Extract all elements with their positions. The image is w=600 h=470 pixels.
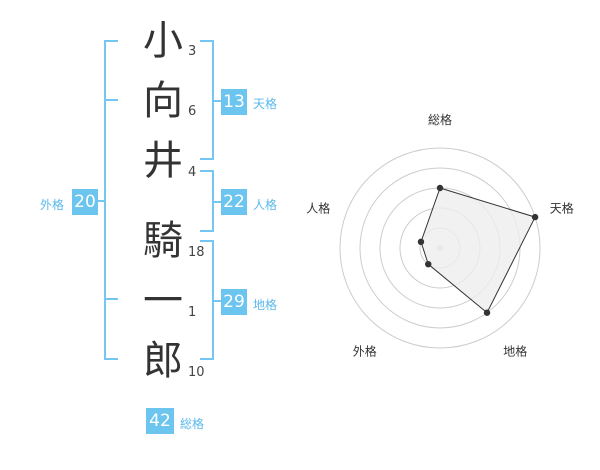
stroke-count: 3 — [188, 44, 197, 59]
name-char: 騎 — [143, 218, 183, 264]
tenkaku-value: 13 — [221, 89, 247, 115]
radar-point — [531, 213, 539, 221]
soukaku-label: 総格 — [180, 417, 205, 431]
stroke-count: 18 — [188, 245, 205, 260]
jinkaku-label: 人格 — [253, 198, 278, 212]
chikaku-connector — [213, 300, 221, 302]
radar-point — [436, 184, 444, 192]
name-char: 郎 — [143, 338, 183, 384]
radar-ring — [339, 147, 541, 349]
radar-axis-label: 人格 — [306, 200, 330, 215]
name-char: 一 — [143, 278, 183, 324]
gaikaku-tick — [104, 99, 118, 101]
name-char: 小 — [143, 18, 183, 64]
tenkaku-label: 天格 — [253, 97, 278, 111]
radar-point — [417, 238, 425, 246]
gaikaku-value: 20 — [72, 189, 98, 215]
radar-axis-label: 天格 — [550, 200, 574, 215]
radar-point — [483, 309, 491, 316]
gaikaku-tick — [104, 298, 118, 300]
stroke-count: 6 — [188, 104, 197, 119]
stroke-count: 1 — [188, 305, 197, 320]
chikaku-value: 29 — [221, 289, 247, 315]
jinkaku-connector — [213, 201, 221, 203]
stroke-count: 10 — [188, 365, 205, 380]
soukaku-value: 42 — [146, 408, 174, 434]
radar-area — [420, 187, 536, 314]
gaikaku-connector — [98, 200, 106, 202]
tenkaku-connector — [213, 100, 221, 102]
jinkaku-value: 22 — [221, 189, 247, 215]
radar-axis-label: 総格 — [428, 112, 452, 127]
radar-axis-label: 地格 — [503, 344, 527, 359]
radar-point — [425, 260, 432, 268]
name-char: 向 — [143, 78, 183, 124]
chikaku-label: 地格 — [253, 298, 278, 312]
name-char: 井 — [143, 138, 183, 184]
gaikaku-label: 外格 — [40, 198, 65, 212]
radar-axis-label: 外格 — [353, 344, 377, 359]
stroke-count: 4 — [188, 165, 197, 180]
